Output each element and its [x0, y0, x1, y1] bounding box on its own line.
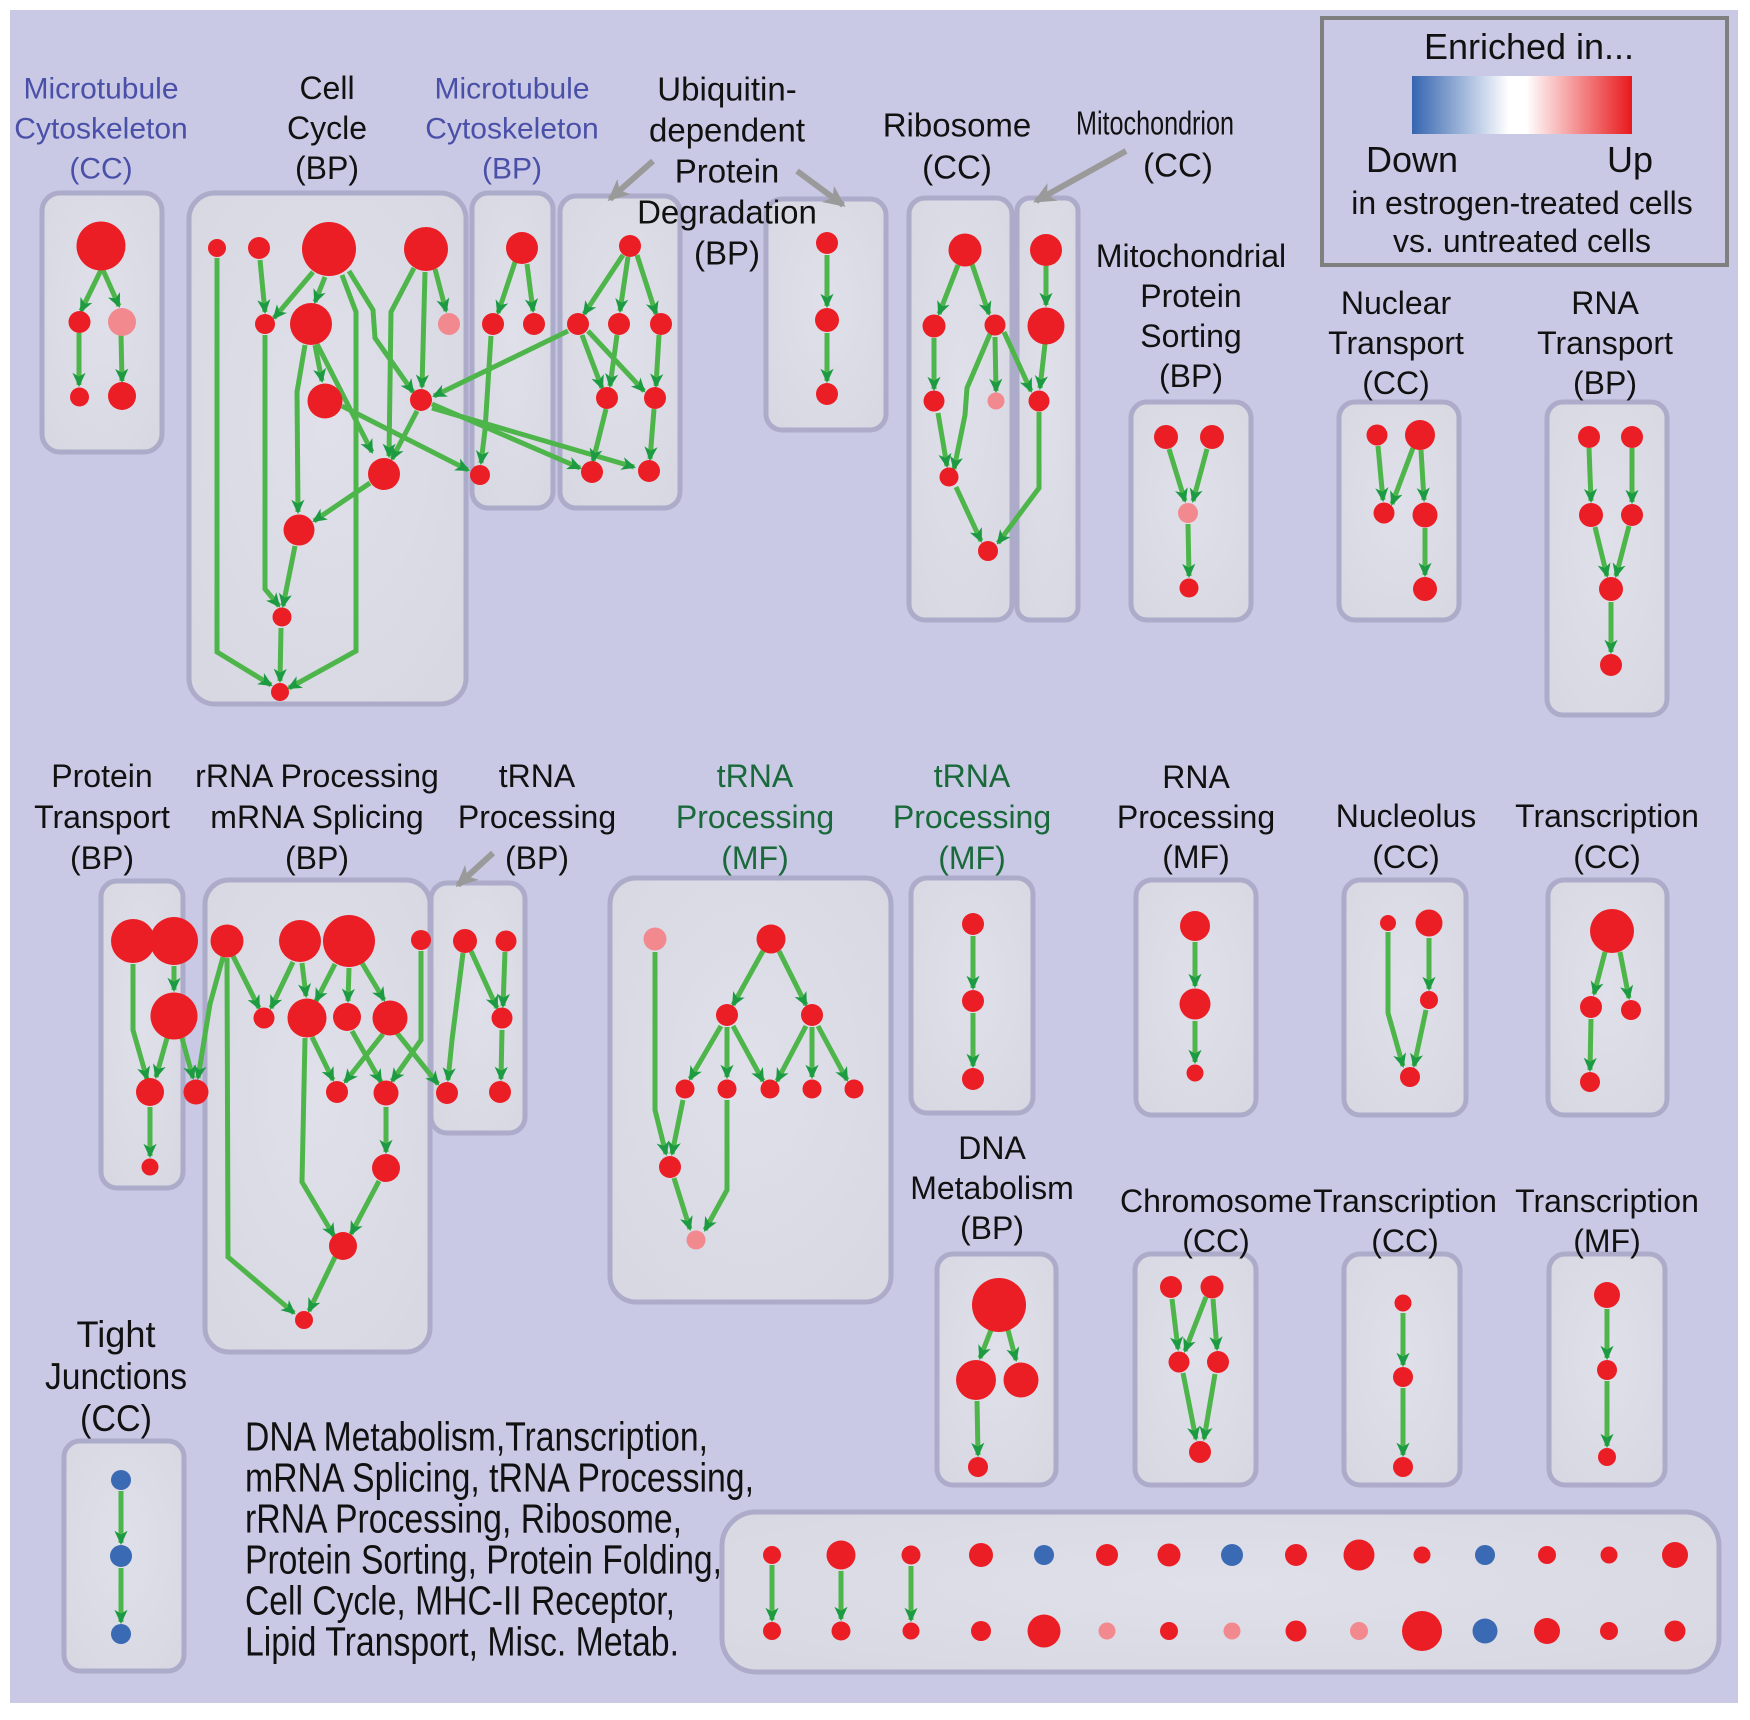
svg-text:Nuclear: Nuclear	[1341, 285, 1452, 321]
svg-text:Sorting: Sorting	[1140, 318, 1241, 354]
svg-text:dependent: dependent	[649, 112, 805, 149]
svg-text:Ubiquitin-: Ubiquitin-	[657, 71, 796, 108]
svg-text:(BP): (BP)	[1573, 365, 1637, 401]
svg-text:rRNA Processing: rRNA Processing	[195, 758, 439, 794]
svg-text:Microtubule: Microtubule	[434, 73, 589, 106]
svg-text:Transport: Transport	[1328, 325, 1464, 361]
svg-text:Chromosome: Chromosome	[1120, 1183, 1312, 1219]
svg-text:Microtubule: Microtubule	[23, 73, 178, 106]
svg-text:(MF): (MF)	[721, 840, 789, 876]
svg-text:(BP): (BP)	[70, 840, 134, 876]
svg-text:RNA: RNA	[1571, 285, 1639, 321]
svg-text:vs. untreated cells: vs. untreated cells	[1393, 223, 1651, 259]
svg-text:mRNA Splicing, tRNA Processing: mRNA Splicing, tRNA Processing,	[245, 1454, 754, 1500]
svg-text:tRNA: tRNA	[717, 758, 794, 794]
svg-text:(BP): (BP)	[482, 153, 542, 186]
svg-text:(CC): (CC)	[922, 149, 992, 186]
svg-text:Lipid Transport, Misc. Metab.: Lipid Transport, Misc. Metab.	[245, 1618, 679, 1664]
svg-text:Ribosome: Ribosome	[883, 107, 1032, 144]
svg-text:(CC): (CC)	[1573, 839, 1641, 875]
svg-text:Transcription: Transcription	[1515, 1183, 1699, 1219]
svg-text:Protein: Protein	[51, 758, 152, 794]
svg-text:RNA: RNA	[1162, 759, 1230, 795]
svg-text:rRNA Processing, Ribosome,: rRNA Processing, Ribosome,	[245, 1495, 682, 1541]
svg-text:Cytoskeleton: Cytoskeleton	[14, 113, 187, 146]
svg-text:Cycle: Cycle	[287, 110, 367, 146]
svg-text:(BP): (BP)	[694, 235, 760, 272]
svg-text:(BP): (BP)	[285, 840, 349, 876]
svg-text:(CC): (CC)	[1362, 365, 1430, 401]
svg-text:Transcription: Transcription	[1515, 798, 1699, 834]
svg-text:(MF): (MF)	[1162, 839, 1230, 875]
svg-text:Enriched in...: Enriched in...	[1424, 26, 1634, 67]
svg-text:Up: Up	[1607, 139, 1653, 180]
svg-text:(CC): (CC)	[1371, 1223, 1439, 1259]
svg-text:(MF): (MF)	[1573, 1223, 1641, 1259]
svg-text:in estrogen-treated cells: in estrogen-treated cells	[1351, 185, 1693, 221]
svg-text:Junctions: Junctions	[45, 1356, 187, 1397]
svg-text:Cell Cycle, MHC-II Receptor,: Cell Cycle, MHC-II Receptor,	[245, 1577, 675, 1623]
svg-text:Transport: Transport	[34, 799, 170, 835]
svg-text:(BP): (BP)	[505, 840, 569, 876]
svg-text:Transcription: Transcription	[1313, 1183, 1497, 1219]
svg-text:(BP): (BP)	[295, 150, 359, 186]
svg-text:tRNA: tRNA	[934, 758, 1011, 794]
svg-text:Mitochondrial: Mitochondrial	[1096, 238, 1286, 274]
svg-text:Protein: Protein	[1140, 278, 1241, 314]
svg-text:Protein Sorting, Protein Foldi: Protein Sorting, Protein Folding,	[245, 1536, 722, 1582]
svg-text:(CC): (CC)	[1372, 839, 1440, 875]
svg-text:Transport: Transport	[1537, 325, 1673, 361]
svg-text:(BP): (BP)	[1159, 358, 1223, 394]
svg-text:tRNA: tRNA	[499, 758, 576, 794]
svg-text:Processing: Processing	[676, 799, 834, 835]
svg-text:(CC): (CC)	[69, 153, 132, 186]
svg-text:Processing: Processing	[1117, 799, 1275, 835]
svg-text:(CC): (CC)	[80, 1398, 152, 1439]
svg-text:Cytoskeleton: Cytoskeleton	[425, 113, 598, 146]
svg-text:DNA Metabolism,Transcription,: DNA Metabolism,Transcription,	[245, 1413, 708, 1459]
svg-text:Processing: Processing	[893, 799, 1051, 835]
svg-text:(MF): (MF)	[938, 840, 1006, 876]
svg-text:Protein: Protein	[675, 153, 780, 190]
svg-text:Processing: Processing	[458, 799, 616, 835]
svg-text:Nucleolus: Nucleolus	[1336, 798, 1477, 834]
svg-text:Metabolism: Metabolism	[910, 1170, 1074, 1206]
svg-text:DNA: DNA	[958, 1130, 1026, 1166]
svg-text:Tight: Tight	[77, 1314, 157, 1355]
svg-text:(BP): (BP)	[960, 1210, 1024, 1246]
svg-text:mRNA Splicing: mRNA Splicing	[210, 799, 423, 835]
svg-text:(CC): (CC)	[1143, 147, 1213, 184]
svg-text:(CC): (CC)	[1182, 1223, 1250, 1259]
svg-text:Down: Down	[1366, 139, 1458, 180]
svg-text:Mitochondrion: Mitochondrion	[1076, 105, 1234, 142]
svg-text:Degradation: Degradation	[637, 194, 817, 231]
svg-text:Cell: Cell	[299, 70, 354, 106]
